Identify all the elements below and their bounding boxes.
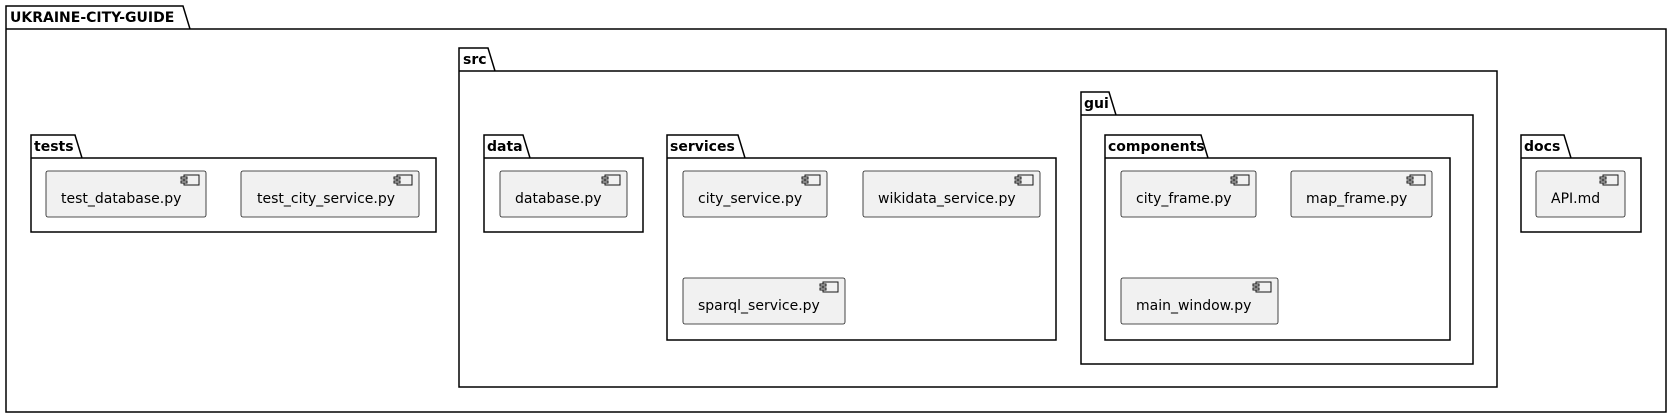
package-frame [5, 5, 1667, 413]
component-main-window[interactable]: main_window.py [1120, 277, 1279, 325]
component-label: wikidata_service.py [878, 191, 1016, 207]
component-label: database.py [515, 191, 602, 207]
component-icon [801, 174, 821, 186]
package-title: UKRAINE-CITY-GUIDE [10, 10, 174, 26]
component-label: test_city_service.py [257, 191, 395, 207]
package-frame [483, 134, 644, 233]
package-frame [458, 47, 1498, 388]
component-label: city_frame.py [1136, 191, 1232, 207]
component-sparql-service[interactable]: sparql_service.py [682, 277, 846, 325]
component-icon [1406, 174, 1426, 186]
component-test-database[interactable]: test_database.py [45, 170, 207, 218]
component-label: API.md [1551, 191, 1600, 207]
package-frame [666, 134, 1057, 341]
package-services: services city_service.py wikidata_servic… [666, 134, 1057, 341]
package-frame [30, 134, 437, 233]
package-docs: docs API.md [1520, 134, 1642, 233]
package-title: docs [1524, 139, 1560, 155]
component-label: city_service.py [698, 191, 802, 207]
component-icon [1230, 174, 1250, 186]
component-label: main_window.py [1136, 298, 1251, 314]
package-title: components [1108, 139, 1205, 155]
package-data: data database.py [483, 134, 644, 233]
component-icon [1014, 174, 1034, 186]
package-tests: tests test_city_service.py test_database… [30, 134, 437, 233]
component-label: map_frame.py [1306, 191, 1407, 207]
package-components: components city_frame.py map_frame.py ma… [1104, 134, 1451, 341]
component-icon [819, 281, 839, 293]
package-frame [1104, 134, 1451, 341]
package-title: services [670, 139, 735, 155]
component-icon [601, 174, 621, 186]
component-icon [1599, 174, 1619, 186]
package-frame [1520, 134, 1642, 233]
package-ukraine-city-guide: UKRAINE-CITY-GUIDE [5, 5, 1667, 413]
package-title: tests [34, 139, 74, 155]
component-wikidata-service[interactable]: wikidata_service.py [862, 170, 1041, 218]
component-database[interactable]: database.py [499, 170, 628, 218]
package-title: data [487, 139, 523, 155]
package-frame [1080, 91, 1474, 365]
package-gui: gui [1080, 91, 1474, 365]
component-icon [180, 174, 200, 186]
component-api-md[interactable]: API.md [1535, 170, 1626, 218]
component-map-frame[interactable]: map_frame.py [1290, 170, 1433, 218]
package-src: src [458, 47, 1498, 388]
component-label: sparql_service.py [698, 298, 820, 314]
package-title: gui [1084, 96, 1109, 112]
component-icon [393, 174, 413, 186]
component-city-frame[interactable]: city_frame.py [1120, 170, 1257, 218]
component-icon [1252, 281, 1272, 293]
component-city-service[interactable]: city_service.py [682, 170, 828, 218]
component-label: test_database.py [61, 191, 181, 207]
component-test-city-service[interactable]: test_city_service.py [240, 170, 420, 218]
package-title: src [463, 52, 487, 68]
